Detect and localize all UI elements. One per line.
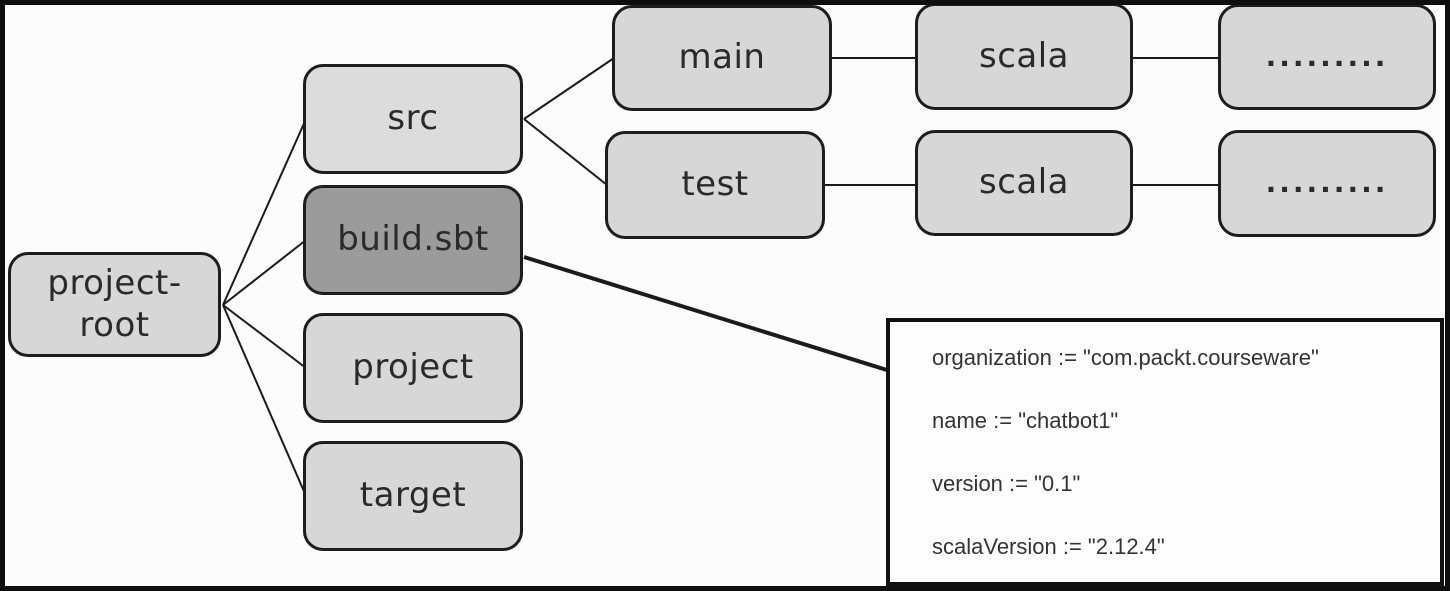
node-label: build.sbt <box>337 219 489 260</box>
node-build-sbt: build.sbt <box>303 185 523 295</box>
node-label: scala <box>978 35 1070 76</box>
edge-projectroot-project <box>222 304 307 369</box>
node-label: root <box>79 304 150 345</box>
node-label: project- <box>47 263 182 304</box>
edge-src-main <box>523 57 615 120</box>
node-src: src <box>303 64 523 174</box>
node-project-root: project- root <box>8 252 221 357</box>
code-line-version: version := "0.1" <box>932 470 1081 496</box>
code-line-name: name := "chatbot1" <box>932 407 1119 433</box>
node-scala-main: scala <box>915 3 1133 110</box>
node-label: test <box>681 164 749 205</box>
node-label: target <box>359 475 467 516</box>
node-main: main <box>612 5 832 111</box>
node-ellipsis-test: ......... <box>1218 130 1436 237</box>
edge-projectroot-src <box>222 118 307 306</box>
node-test: test <box>605 131 825 239</box>
node-label: src <box>387 98 439 139</box>
node-target: target <box>303 441 523 551</box>
node-project: project <box>303 313 523 423</box>
build-sbt-contents-box: organization := "com.packt.courseware" n… <box>886 318 1444 586</box>
node-label: scala <box>978 162 1070 203</box>
edge-projectroot-target <box>222 304 307 497</box>
edge-src-test <box>523 118 608 186</box>
code-line-organization: organization := "com.packt.courseware" <box>932 344 1319 370</box>
node-ellipsis-main: ......... <box>1218 4 1436 110</box>
edge-projectroot-buildsbt <box>222 239 307 306</box>
node-label: main <box>678 37 766 78</box>
node-label: ......... <box>1265 39 1389 73</box>
code-line-scalaversion: scalaVersion := "2.12.4" <box>932 533 1165 559</box>
node-label: ......... <box>1265 166 1389 200</box>
node-scala-test: scala <box>915 130 1133 236</box>
node-label: project <box>352 347 474 388</box>
edge-buildsbt-codebox <box>523 255 891 373</box>
